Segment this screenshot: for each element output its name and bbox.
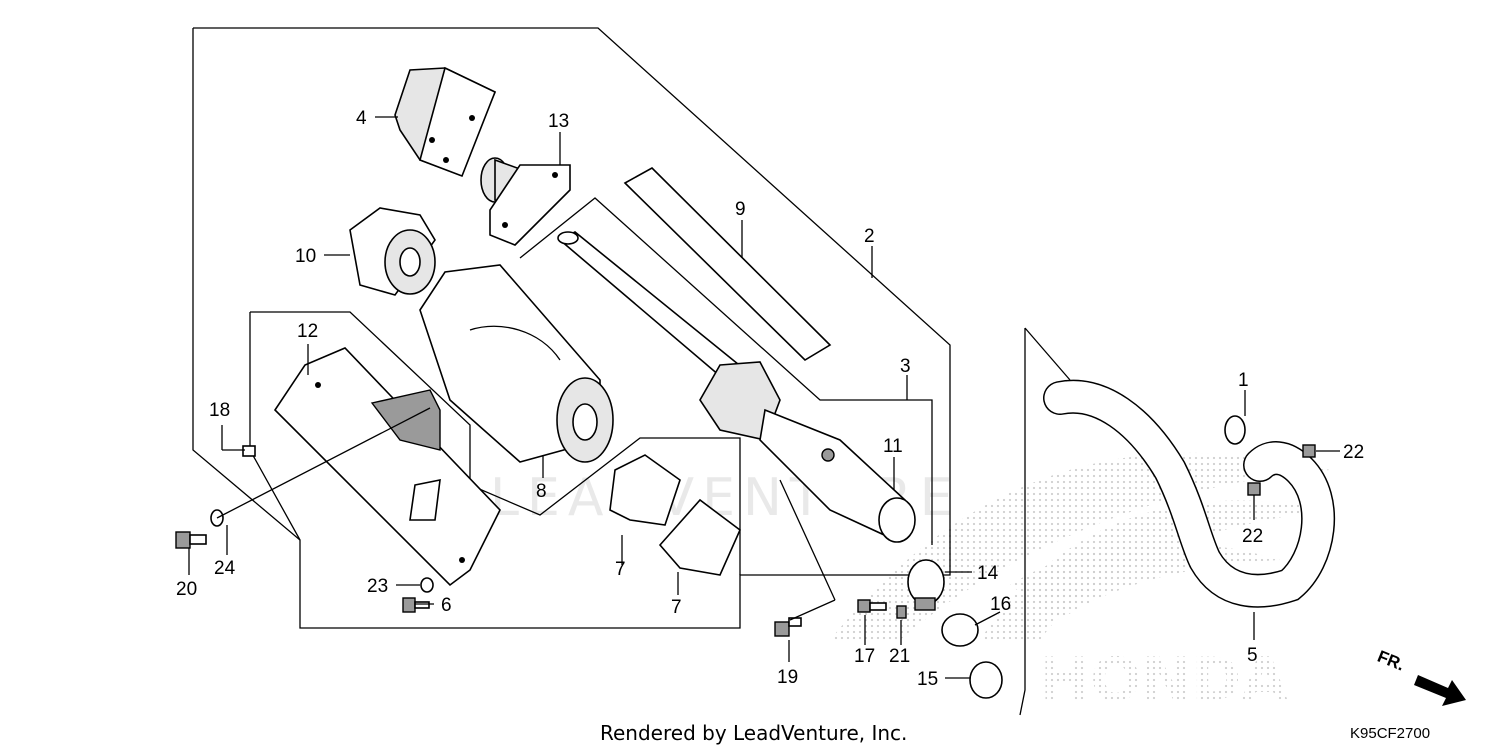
- part-label-18: 18: [209, 400, 230, 421]
- nut-21: [896, 605, 907, 619]
- part-label-24: 24: [214, 558, 236, 579]
- packing-cone: [349, 207, 436, 296]
- part-label-8: 8: [536, 481, 547, 502]
- part-label-1: 1: [1238, 370, 1249, 391]
- bolt-20: [175, 531, 207, 549]
- part-label-14: 14: [977, 563, 999, 584]
- part-label-21: 21: [889, 646, 910, 667]
- diagram-code: K95CF2700: [1350, 725, 1430, 742]
- nut-22-upper: [1302, 444, 1316, 458]
- exhaust-pipe: [1043, 379, 1336, 608]
- part-label-20: 20: [176, 579, 197, 600]
- part-label-15: 15: [917, 669, 938, 690]
- main-assembly-outline: [192, 27, 951, 629]
- exhaust-pipe-outline: [1019, 328, 1026, 716]
- washer-23: [420, 577, 434, 593]
- exhaust-clamp: [907, 559, 945, 611]
- front-direction-indicator: FR.: [1375, 647, 1466, 706]
- nut-22-lower: [1247, 482, 1261, 496]
- packing-sheet: [623, 167, 832, 362]
- part-label-16: 16: [990, 594, 1011, 615]
- part-label-12: 12: [297, 321, 318, 342]
- footer-credit: Rendered by LeadVenture, Inc.: [600, 721, 907, 745]
- exhaust-gasket: [1224, 415, 1246, 445]
- part-label-19: 19: [777, 667, 798, 688]
- part-labels: 1 2 3 4 5 6 7 7 8 9 10 11 12 13 14 15 16…: [176, 108, 1364, 690]
- part-label-4: 4: [356, 108, 367, 129]
- seal-ring-15: [969, 661, 1003, 699]
- leader-lines: [188, 116, 1340, 679]
- bolt-18: [242, 445, 256, 457]
- part-label-11: 11: [883, 436, 903, 457]
- part-label-10: 10: [295, 246, 316, 267]
- glass-wool-packing: [419, 264, 614, 463]
- part-label-5: 5: [1247, 645, 1258, 666]
- heat-protector-upper: [609, 454, 681, 526]
- heat-protector-lower: [658, 498, 741, 576]
- exhaust-pipe-outline-diag: [1024, 327, 1071, 381]
- part-label-22b: 22: [1242, 526, 1263, 547]
- bolt-17: [857, 599, 887, 613]
- bolt-19: [774, 617, 802, 637]
- part-label-17: 17: [854, 646, 875, 667]
- part-label-23: 23: [367, 576, 388, 597]
- part-label-3: 3: [900, 356, 911, 377]
- part-label-13: 13: [548, 111, 569, 132]
- silencer-body-outline: [250, 311, 741, 575]
- honda-logo-watermark: HONDA: [1040, 645, 1288, 715]
- bolt-6: [402, 597, 430, 613]
- part-label-7b: 7: [671, 597, 682, 618]
- inner-pipe: [557, 231, 916, 543]
- part-label-9: 9: [735, 199, 746, 220]
- part-label-6: 6: [441, 595, 452, 616]
- part-label-2: 2: [864, 226, 875, 247]
- end-cap: [394, 66, 497, 178]
- part-label-7a: 7: [615, 559, 626, 580]
- seal-ring-16: [941, 613, 979, 647]
- inner-pipe-outline: [519, 197, 933, 545]
- inner-flange: [480, 157, 571, 246]
- front-arrow-icon: [1414, 675, 1466, 706]
- front-direction-label: FR.: [1375, 647, 1408, 675]
- part-label-22a: 22: [1343, 442, 1364, 463]
